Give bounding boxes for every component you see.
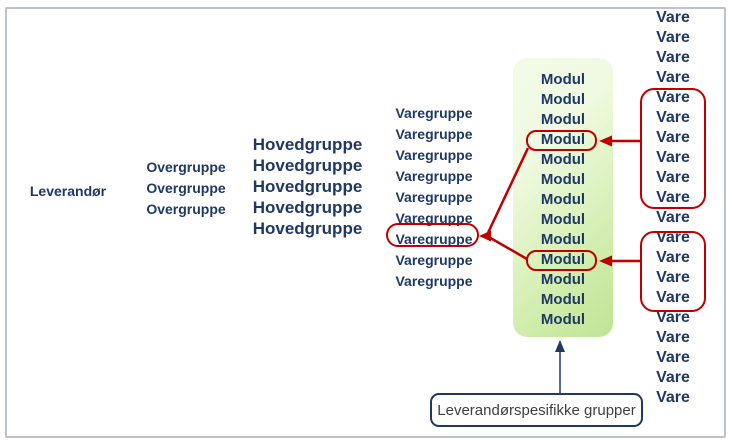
varegruppe-label: Varegruppe	[395, 126, 473, 142]
modul-label: Modul	[540, 191, 586, 208]
overgruppe-label: Overgruppe	[146, 201, 226, 217]
varegruppe-label: Varegruppe	[395, 147, 473, 163]
vare-label: Vare	[656, 169, 690, 186]
hovedgruppe-label: Hovedgruppe	[252, 219, 363, 238]
vare-label: Vare	[656, 269, 690, 286]
modul-label: Modul	[540, 111, 586, 128]
modul-label: Modul	[540, 131, 586, 148]
vare-label: Vare	[656, 109, 690, 126]
modul-label: Modul	[540, 311, 586, 328]
modul-label: Modul	[540, 91, 586, 108]
highlight-box-vare-group-1	[640, 88, 706, 209]
varegruppe-label: Varegruppe	[395, 252, 473, 268]
modul-label: Modul	[540, 151, 586, 168]
vare-label: Vare	[656, 29, 690, 46]
modul-green-panel	[513, 58, 613, 337]
vare-label: Vare	[656, 149, 690, 166]
highlight-box-modul-2	[526, 250, 597, 271]
vare-label: Vare	[656, 89, 690, 106]
vare-label: Vare	[656, 309, 690, 326]
varegruppe-label: Varegruppe	[395, 273, 473, 289]
varegruppe-label: Varegruppe	[395, 210, 473, 226]
vare-label: Vare	[656, 69, 690, 86]
vare-label: Vare	[656, 249, 690, 266]
vare-label: Vare	[656, 369, 690, 386]
callout-label: Leverandørspesifikke grupper	[437, 401, 636, 419]
varegruppe-label: Varegruppe	[395, 168, 473, 184]
vare-label: Vare	[656, 129, 690, 146]
highlight-box-vare-group-2	[640, 231, 706, 312]
diagram-border-frame	[5, 7, 726, 438]
vare-label: Vare	[656, 329, 690, 346]
modul-label: Modul	[540, 251, 586, 268]
overgruppe-label: Overgruppe	[146, 180, 226, 196]
hovedgruppe-label: Hovedgruppe	[252, 198, 363, 217]
vare-label: Vare	[656, 349, 690, 366]
varegruppe-label: Varegruppe	[395, 189, 473, 205]
vare-label: Vare	[656, 389, 690, 406]
leverandor-label: Leverandør	[29, 183, 107, 199]
vare-label: Vare	[656, 289, 690, 306]
highlight-box-modul-1	[526, 130, 597, 151]
vare-label: Vare	[656, 229, 690, 246]
modul-label: Modul	[540, 211, 586, 228]
hovedgruppe-label: Hovedgruppe	[252, 156, 363, 175]
overgruppe-label: Overgruppe	[146, 159, 226, 175]
vare-label: Vare	[656, 209, 690, 226]
modul-label: Modul	[540, 271, 586, 288]
modul-label: Modul	[540, 291, 586, 308]
modul-label: Modul	[540, 231, 586, 248]
vare-label: Vare	[656, 189, 690, 206]
hovedgruppe-label: Hovedgruppe	[252, 135, 363, 154]
vare-label: Vare	[656, 49, 690, 66]
modul-label: Modul	[540, 171, 586, 188]
varegruppe-label: Varegruppe	[395, 105, 473, 121]
hovedgruppe-label: Hovedgruppe	[252, 177, 363, 196]
callout-leverandorspesifikke-grupper: Leverandørspesifikke grupper	[430, 393, 643, 427]
modul-label: Modul	[540, 71, 586, 88]
vare-label: Vare	[656, 9, 690, 26]
varegruppe-label: Varegruppe	[395, 231, 473, 247]
highlight-box-varegruppe	[386, 223, 479, 247]
level-leverandor: Leverandør	[24, 181, 112, 201]
